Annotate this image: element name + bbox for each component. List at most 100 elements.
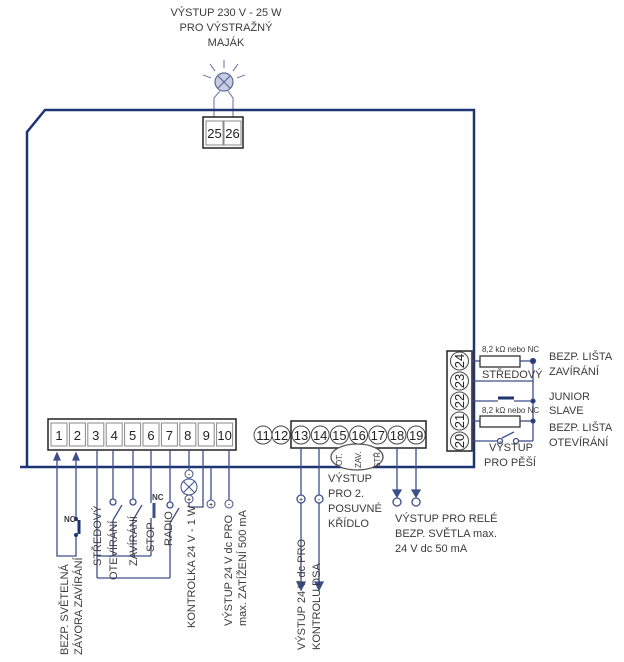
second-leaf-label: VÝSTUP (328, 472, 372, 485)
plus-sign: + (209, 502, 213, 509)
terminal-5: 5 (129, 428, 136, 443)
radio-label: RADIO (163, 511, 175, 546)
terminal-9: 9 (203, 428, 210, 443)
terminal-cell (50, 422, 68, 447)
junior-label: JUNIOR (549, 391, 590, 403)
terminal-circle (329, 425, 349, 445)
beacon-label-line: PRO VÝSTRAŽNÝ (180, 21, 274, 34)
terminal-circle (368, 425, 388, 445)
terminal-4: 4 (111, 428, 118, 443)
pedestrian-label: VÝSTUP (489, 441, 533, 454)
minus-sign: - (228, 502, 231, 509)
terminal-14: 14 (313, 428, 327, 443)
oval-label: ZAV. (354, 452, 363, 468)
edge-close-label: ZAVÍRÁNÍ (549, 365, 600, 378)
terminal-circle (291, 425, 311, 445)
terminal-21: 21 (452, 414, 467, 428)
board-outline (20, 108, 476, 469)
relay-label: 24 V dc 50 mA (395, 543, 468, 555)
second-leaf-label: KŘÍDLO (328, 517, 369, 530)
oval-label: STŘ. (373, 450, 382, 468)
left-wiring (53, 450, 230, 579)
terminal-19: 19 (409, 428, 423, 443)
terminal-circle (450, 351, 469, 371)
terminal-cell (68, 422, 86, 447)
terminal-circle (450, 411, 469, 431)
terminal-2: 2 (74, 428, 81, 443)
relay-label: VÝSTUP PRO RELÉ (395, 512, 498, 525)
close-label: ZAVÍRÁNÍ (127, 515, 140, 566)
nc-label: NC (152, 493, 164, 502)
beacon-label-line: MAJÁK (208, 36, 245, 49)
edge-open-label: OTEVÍRÁNÍ (549, 436, 609, 449)
relay-label: BEZP. SVĚTLA max. (395, 527, 497, 540)
stop-label: STOP (145, 522, 157, 552)
terminal-8: 8 (184, 428, 191, 443)
resistor-label: 8,2 kΩ nebo NC (482, 345, 539, 354)
junior-label: SLAVE (549, 405, 584, 417)
lamp-label: KONTROLKA 24 V - 1 W (186, 505, 198, 628)
terminal-cell (142, 422, 160, 447)
dsa-label: VÝSTUP 24 V dc PRO (295, 538, 308, 650)
terminal-20: 20 (452, 434, 467, 448)
terminal-circle (450, 371, 469, 391)
pedestrian-label: PRO PĚŠÍ (484, 456, 537, 469)
beacon-label: VÝSTUP 230 V - 25 W PRO VÝSTRAŽNÝ MAJÁK (170, 6, 282, 49)
terminal-15: 15 (332, 428, 346, 443)
output24-label: VÝSTUP 24 V dc PRO (222, 514, 235, 626)
open-label: OTEVÍRÁNÍ (107, 520, 120, 580)
indicator-lamp-icon (180, 469, 234, 509)
terminal-circle (310, 425, 330, 445)
terminal-11: 11 (256, 428, 270, 443)
terminal-cell (160, 422, 178, 447)
dsa-label: KONTROLU DSA (311, 563, 323, 650)
terminal-cell (197, 422, 215, 447)
oval-labels: OT. ZAV. STŘ. (335, 450, 382, 468)
terminal-1: 1 (55, 428, 62, 443)
beacon-label-line: VÝSTUP 230 V - 25 W (170, 6, 282, 19)
terminal-3: 3 (92, 428, 99, 443)
nc-contact-photocell (74, 517, 81, 537)
terminal-circle (450, 431, 469, 451)
terminal-24: 24 (452, 354, 467, 368)
terminal-block-25-26: 25 26 (202, 116, 244, 149)
middle-wiring (295, 443, 422, 592)
terminal-circle (450, 391, 469, 411)
plus-sign: + (187, 497, 191, 504)
terminal-10: 10 (217, 428, 231, 443)
oval-label: OT. (335, 454, 344, 466)
beacon-lamp-icon (202, 60, 246, 118)
terminal-cell (105, 422, 123, 447)
output24-label: max. ZATÍŽENÍ 500 mA (236, 509, 249, 626)
terminal-cell (179, 422, 197, 447)
terminal-25: 25 (207, 126, 221, 141)
terminal-13: 13 (294, 428, 308, 443)
terminal-16: 16 (351, 428, 365, 443)
left-labels: BEZP. SVĚTELNÁ ZÁVORA ZAVÍRÁNÍ STŘEDOVÝ … (58, 505, 249, 655)
edge-close-label: BEZP. LIŠTA (549, 350, 613, 363)
terminal-17: 17 (371, 428, 385, 443)
right-wiring (472, 355, 537, 445)
middle-labels: VÝSTUP 24 V dc PRO KONTROLU DSA VÝSTUP P… (295, 472, 498, 650)
terminal-circle (387, 425, 407, 445)
right-labels: STŘEDOVÝ BEZP. LIŠTA ZAVÍRÁNÍ JUNIOR SLA… (482, 350, 613, 469)
nc-label: NC (64, 515, 76, 524)
minus-sign: - (318, 497, 321, 504)
second-leaf-label: POSUVNÉ (328, 502, 382, 515)
terminal-7: 7 (166, 428, 173, 443)
terminal-cell (87, 422, 105, 447)
edge-open-label: BEZP. LIŠTA (549, 421, 613, 434)
terminal-26: 26 (225, 126, 239, 141)
second-leaf-label: PRO 2. (328, 488, 364, 500)
photocell-label: ZÁVORA ZAVÍRÁNÍ (72, 556, 85, 655)
terminal-23: 23 (452, 374, 467, 388)
terminals-11-12: 11 12 (253, 425, 291, 445)
plus-sign: + (299, 497, 303, 504)
common-label: STŘEDOVÝ (482, 368, 543, 381)
terminal-circle (406, 425, 426, 445)
terminal-cell (124, 422, 142, 447)
resistor-label: 8,2 kΩ nebo NC (482, 406, 539, 415)
photocell-label: BEZP. SVĚTELNÁ (58, 563, 71, 655)
terminal-cell (216, 422, 234, 447)
